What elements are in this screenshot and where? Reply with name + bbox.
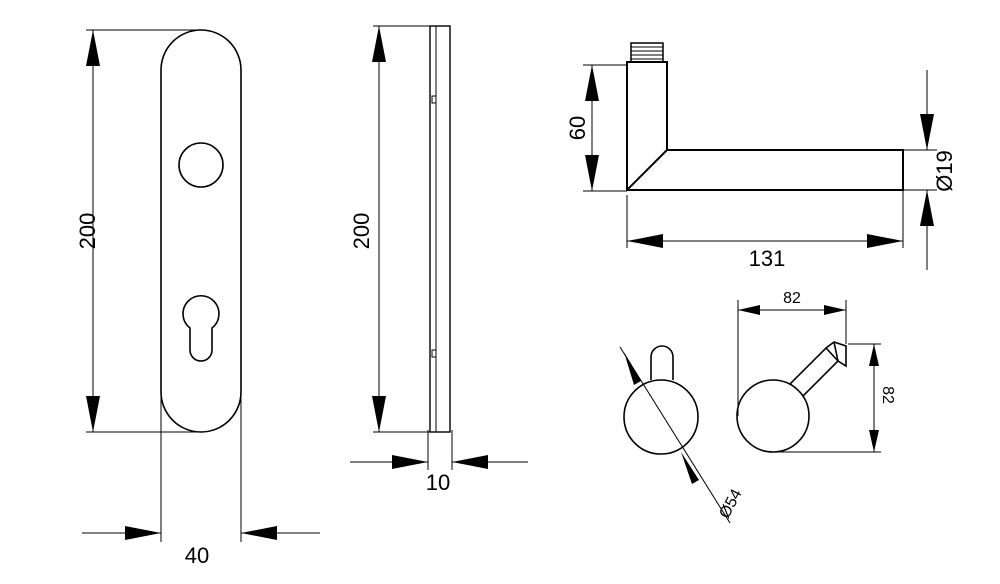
handle-hole [178, 142, 224, 188]
side-height-dimension [372, 25, 430, 433]
lever-handle [626, 61, 904, 191]
rose-handle-neck [650, 345, 674, 380]
front-view [160, 29, 242, 433]
plate-side-profile [429, 25, 451, 433]
escutcheon-plate [160, 29, 242, 433]
side-thickness-label: 10 [426, 470, 450, 495]
handle-side-view [626, 42, 904, 191]
handle-length-dimension [626, 190, 904, 248]
side-thickness-dimension [350, 430, 528, 470]
handle-diameter-dimension [903, 70, 937, 270]
rose-arrow-top [624, 352, 641, 385]
bottom-screw-mark [431, 349, 437, 358]
handle-height-label: 60 [565, 116, 590, 140]
side-view [429, 25, 451, 433]
side-height-label: 200 [349, 213, 374, 250]
front-height-dimension [86, 29, 201, 433]
top-view [736, 341, 847, 453]
keyhole-cylinder [182, 294, 220, 362]
rose-diameter-label: Ø54 [716, 486, 745, 521]
handle-height-dimension [583, 64, 627, 192]
rose-disc [623, 379, 699, 455]
top-rose-disc [736, 379, 810, 453]
top-screw-mark [431, 95, 437, 104]
front-width-dimension [82, 300, 320, 542]
handle-diameter-label: Ø19 [932, 150, 957, 192]
handle-length-label: 131 [749, 246, 786, 271]
angled-handle-tip [825, 341, 847, 368]
top-height-dimension [773, 343, 881, 453]
rose-diameter-dimension [619, 346, 731, 524]
top-width-dimension [737, 300, 847, 416]
top-height-label: 82 [879, 386, 896, 404]
plate-width-label: 40 [185, 543, 209, 568]
top-width-label: 82 [783, 290, 801, 307]
rose-arrow-bottom [681, 452, 699, 484]
plate-height-label: 200 [75, 213, 100, 250]
rose-view [623, 345, 699, 455]
